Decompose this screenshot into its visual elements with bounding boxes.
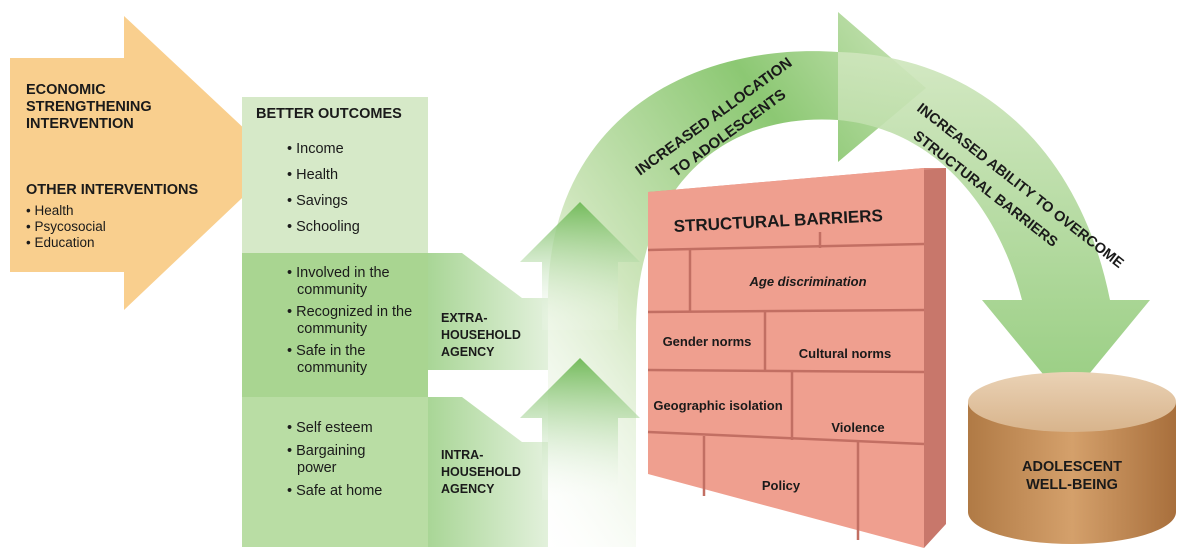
other-interventions-title: OTHER INTERVENTIONS: [26, 182, 199, 198]
wellbeing-cylinder-side: [968, 402, 1176, 544]
intervention-arrow: [10, 16, 280, 310]
outcome-item: Schooling: [287, 219, 360, 236]
wellbeing-line1: ADOLESCENT: [1022, 459, 1122, 475]
brick-age-discrimination: Age discrimination: [749, 274, 867, 289]
outcome-item: Savings: [287, 193, 360, 210]
wellbeing-cylinder-top: [968, 372, 1176, 432]
intra-household-label: INTRA-HOUSEHOLD AGENCY: [441, 448, 521, 496]
extra-household-connector: [428, 253, 548, 370]
brick-cultural-norms: Cultural norms: [798, 346, 892, 361]
other-intervention-item: Psycosocial: [26, 219, 105, 235]
extra-household-up-arrow: [520, 202, 640, 330]
extra-household-item: Safe in the community: [287, 343, 419, 377]
other-intervention-item: Health: [26, 203, 106, 219]
extra-household-item: Recognized in the community: [287, 304, 419, 338]
wellbeing-line2: WELL-BEING: [1026, 477, 1118, 493]
other-intervention-item: Education: [26, 235, 106, 251]
extra-household-list: Involved in the community Recognized in …: [287, 265, 419, 377]
other-interventions-list: Health Psycosocial Education: [26, 203, 106, 251]
intra-household-item: Safe at home: [287, 483, 407, 500]
intra-household-up-arrow: [520, 358, 640, 500]
extra-household-label: EXTRA-HOUSEHOLD AGENCY: [441, 311, 521, 359]
better-outcomes-title: BETTER OUTCOMES: [256, 106, 402, 122]
brick-gender-norms: Gender norms: [662, 334, 752, 349]
intra-household-item: Self esteem: [287, 420, 407, 437]
brick-violence: Violence: [831, 420, 885, 435]
allocation-arc: [548, 12, 926, 547]
intra-household-connector: [428, 397, 548, 547]
better-outcomes-list: Income Health Savings Schooling: [287, 141, 360, 236]
wall-face: [648, 168, 924, 548]
brick-geographic-isolation: Geographic isolation: [653, 398, 783, 413]
wall-mortar: [647, 232, 925, 540]
intra-household-list: Self esteem Bargaining power Safe at hom…: [287, 420, 407, 500]
intra-household-item: Bargaining power: [287, 443, 407, 477]
economic-intervention-title: ECONOMIC STRENGTHENING INTERVENTION: [26, 82, 152, 132]
extra-household-item: Involved in the community: [287, 265, 419, 299]
ability-arc: [838, 52, 1150, 402]
wall-side: [924, 168, 946, 548]
brick-policy: Policy: [761, 478, 801, 493]
outcome-item: Income: [287, 141, 360, 158]
outcome-item: Health: [287, 167, 360, 184]
